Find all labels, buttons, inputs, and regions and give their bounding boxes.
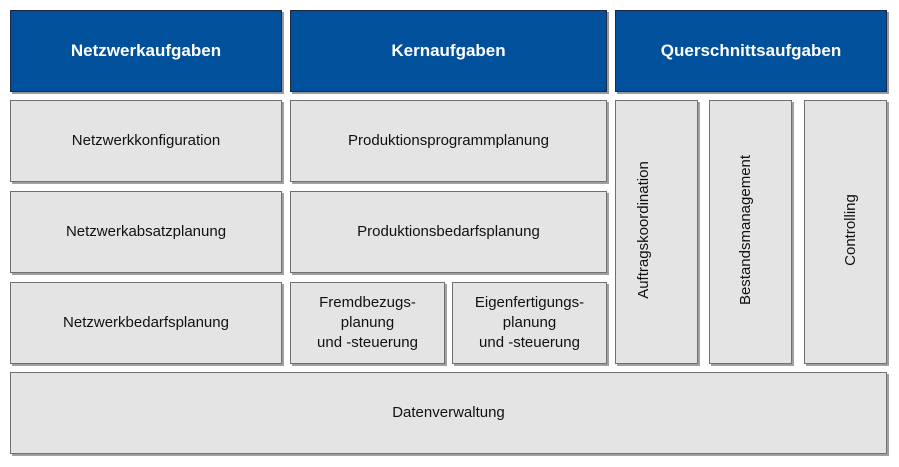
task-auftragskoordination: Auftragskoordination xyxy=(615,100,698,364)
task-produktionsprogrammplanung-label: Produktionsprogrammplanung xyxy=(348,132,549,149)
task-netzwerkabsatzplanung: Netzwerkabsatzplanung xyxy=(10,191,282,273)
task-fremdbezugsplanung: Fremdbezugs- planung und -steuerung xyxy=(290,282,445,364)
foundation-datenverwaltung: Datenverwaltung xyxy=(10,372,887,454)
task-controlling-label: Controlling xyxy=(841,194,859,266)
task-eigenfertigungsplanung: Eigenfertigungs- planung und -steuerung xyxy=(452,282,607,364)
foundation-datenverwaltung-label: Datenverwaltung xyxy=(392,404,505,421)
task-produktionsbedarfsplanung: Produktionsbedarfsplanung xyxy=(290,191,607,273)
task-netzwerkkonfiguration-label: Netzwerkkonfiguration xyxy=(71,132,221,149)
task-produktionsprogrammplanung: Produktionsprogrammplanung xyxy=(290,100,607,182)
task-netzwerkkonfiguration: Netzwerkkonfiguration xyxy=(10,100,282,182)
task-bestandsmanagement: Bestandsmanagement xyxy=(709,100,792,364)
task-netzwerkabsatzplanung-label: Netzwerkabsatzplanung xyxy=(65,223,227,240)
task-controlling: Controlling xyxy=(804,100,887,364)
task-bestandsmanagement-label: Bestandsmanagement xyxy=(737,154,755,306)
header-netzwerkaufgaben: Netzwerkaufgaben xyxy=(10,10,282,92)
header-kernaufgaben: Kernaufgaben xyxy=(290,10,607,92)
task-eigenfertigungsplanung-label: Eigenfertigungs- planung und -steuerung xyxy=(474,294,585,351)
task-fremdbezugsplanung-label: Fremdbezugs- planung und -steuerung xyxy=(317,294,418,351)
task-netzwerkbedarfsplanung: Netzwerkbedarfsplanung xyxy=(10,282,282,364)
task-netzwerkbedarfsplanung-label: Netzwerkbedarfsplanung xyxy=(63,314,229,331)
header-netzwerkaufgaben-label: Netzwerkaufgaben xyxy=(70,41,222,60)
header-querschnittsaufgaben: Querschnittsaufgaben xyxy=(615,10,887,92)
task-auftragskoordination-label: Auftragskoordination xyxy=(634,161,652,299)
header-querschnittsaufgaben-label: Querschnittsaufgaben xyxy=(660,41,842,60)
header-kernaufgaben-label: Kernaufgaben xyxy=(391,41,506,60)
task-produktionsbedarfsplanung-label: Produktionsbedarfsplanung xyxy=(357,223,540,240)
